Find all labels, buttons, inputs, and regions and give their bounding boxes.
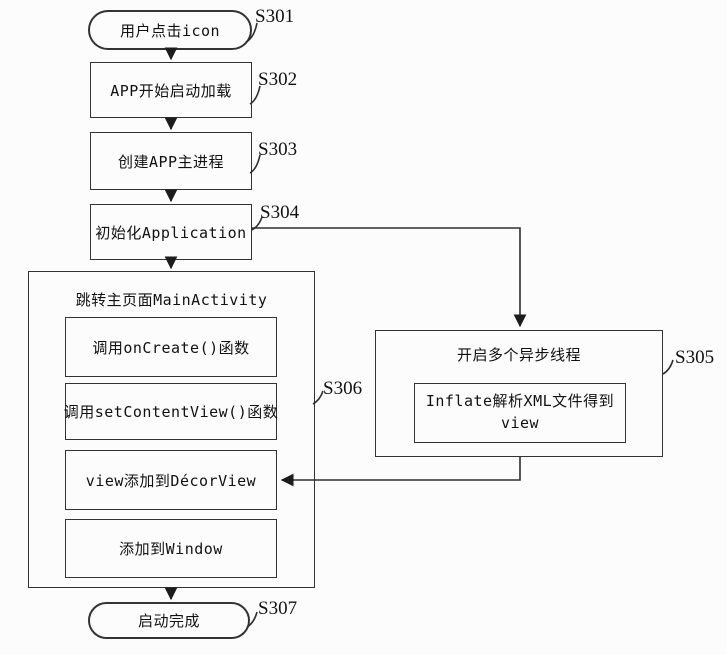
process-box-add-to-window: 添加到Window [65, 519, 277, 578]
process-box-init-application-label: 初始化Application [95, 223, 247, 242]
terminal-end-label: 启动完成 [137, 612, 200, 630]
process-box-init-application: 初始化Application [90, 204, 252, 260]
process-box-app-load-label: APP开始启动加载 [110, 81, 232, 100]
process-box-add-to-decorview: view添加到DécorView [65, 450, 277, 510]
process-box-inflate-xml: Inflate解析XML文件得到view [414, 383, 626, 443]
process-box-create-process: 创建APP主进程 [90, 132, 252, 190]
process-box-app-load: APP开始启动加载 [90, 62, 252, 118]
step-label-s304: S304 [260, 202, 300, 223]
step-label-s302: S302 [258, 69, 298, 90]
step-label-s307: S307 [258, 598, 298, 619]
process-box-oncreate-label: 调用onCreate()函数 [92, 338, 250, 357]
arrow-s305-to-decorview [280, 457, 521, 487]
step-label-s305: S305 [675, 347, 715, 368]
leader-s305 [662, 359, 674, 375]
process-box-add-to-decorview-label: view添加到DécorView [85, 471, 257, 490]
process-box-inflate-xml-label: Inflate解析XML文件得到view [425, 392, 615, 432]
terminal-start: 用户点击icon [88, 10, 252, 50]
group-async-threads-title: 开启多个异步线程 [456, 346, 581, 364]
step-label-s306: S306 [323, 378, 363, 399]
process-box-setcontentview-label: 调用setContentView()函数 [63, 403, 279, 421]
terminal-end: 启动完成 [88, 602, 250, 639]
terminal-start-label: 用户点击icon [119, 21, 221, 40]
process-box-oncreate: 调用onCreate()函数 [65, 317, 277, 377]
process-box-add-to-window-label: 添加到Window [119, 540, 223, 558]
process-box-create-process-label: 创建APP主进程 [117, 152, 225, 171]
process-box-setcontentview: 调用setContentView()函数 [63, 383, 279, 440]
step-label-s301: S301 [255, 6, 295, 27]
group-main-activity-title: 跳转主页面MainActivity [75, 291, 268, 309]
step-label-s303: S303 [258, 139, 298, 160]
